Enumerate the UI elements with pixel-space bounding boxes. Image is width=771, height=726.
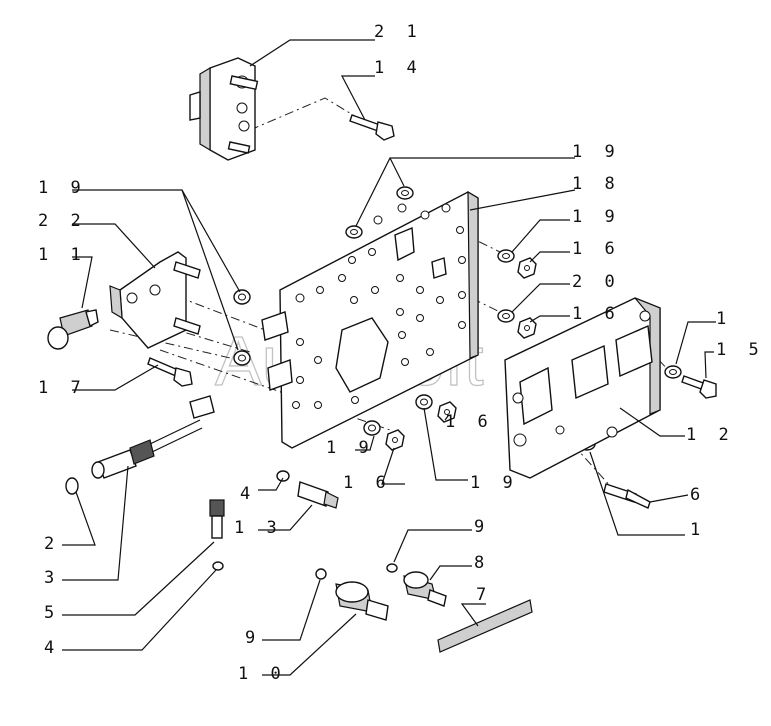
- callout-7: 7: [476, 585, 492, 605]
- callout-18: 1 8: [572, 174, 621, 194]
- callout-16: 1 6: [572, 239, 621, 259]
- callout-8: 8: [474, 553, 490, 573]
- stud-part-6: [603, 483, 651, 509]
- nut-group: [385, 257, 537, 451]
- callout-19: 1 9: [572, 142, 621, 162]
- bracket-part-22: [109, 251, 201, 349]
- callout-19: 1 9: [326, 438, 375, 458]
- callout-3: 3: [44, 568, 60, 588]
- callout-19: 1 9: [38, 178, 87, 198]
- callout-19: 1 9: [470, 473, 519, 493]
- callout-16: 1 6: [343, 473, 392, 493]
- bolt-part-15: [681, 375, 717, 399]
- callout-2: 2: [44, 534, 60, 554]
- callout-11: 1 1: [38, 245, 87, 265]
- callout-20: 2 0: [572, 272, 621, 292]
- callout-16: 1 6: [445, 412, 494, 432]
- callout-15: 1 5: [716, 340, 765, 360]
- bolt-part-17: [147, 357, 193, 387]
- callout-6: 6: [690, 485, 706, 505]
- callout-1: 1: [690, 520, 706, 540]
- o-rings: [65, 470, 398, 580]
- ecu-part-12: [504, 297, 661, 479]
- sensor-part-11: [47, 309, 99, 350]
- callout-10: 1 0: [238, 664, 287, 684]
- sensor-part-8: [403, 571, 447, 607]
- callout-19: 1 9: [572, 207, 621, 227]
- callout-22: 2 2: [38, 211, 87, 231]
- callout-16: 1 6: [572, 304, 621, 324]
- sensor-part-10: [335, 581, 389, 621]
- callout-1: 1: [716, 309, 732, 329]
- callout-17: 1 7: [38, 378, 87, 398]
- label-part-7: [437, 599, 533, 653]
- callout-9: 9: [245, 628, 261, 648]
- callout-9: 9: [474, 517, 490, 537]
- callout-4: 4: [240, 484, 256, 504]
- callout-labels: 2 1 1 4 1 9 1 8 1 9 1 6 2 0 1 6 1 1 5 1 …: [38, 22, 765, 684]
- callout-5: 5: [44, 603, 60, 623]
- plate-holes: [292, 203, 466, 409]
- callout-13: 1 3: [234, 518, 283, 538]
- sensor-part-13: [297, 481, 339, 509]
- plate-part-18: [261, 190, 479, 449]
- callout-21: 2 1: [374, 22, 423, 42]
- leader-lines: [62, 39, 716, 676]
- harness-sensor-part-3: [91, 395, 215, 479]
- callout-4: 4: [44, 638, 60, 658]
- bolt-part-14: [349, 114, 395, 141]
- callout-14: 1 4: [374, 58, 423, 78]
- callout-12: 1 2: [686, 425, 735, 445]
- bracket-part-21: [189, 57, 259, 161]
- switch-part-5: [209, 499, 225, 539]
